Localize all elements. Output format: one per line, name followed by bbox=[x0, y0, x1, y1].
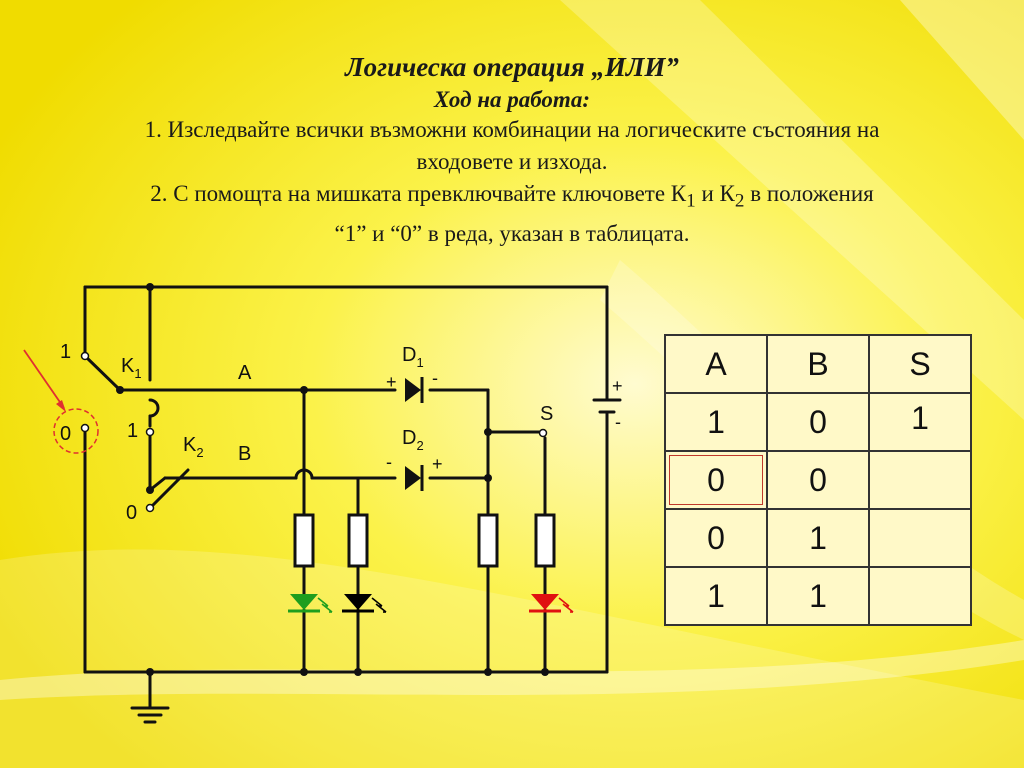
k1-label[interactable]: K1 bbox=[121, 355, 142, 381]
d1-label: D1 bbox=[402, 344, 424, 370]
pointer-arrow-icon bbox=[23, 349, 66, 412]
resistors bbox=[293, 513, 556, 568]
k2-label[interactable]: K2 bbox=[183, 434, 204, 460]
truth-table: A B S 1 0 1 0 0 0 1 1 1 bbox=[664, 334, 972, 626]
instructions: Логическа операция „ИЛИ” Ход на работа: … bbox=[0, 48, 1024, 250]
input-a-label: A bbox=[238, 362, 252, 384]
resistor-b bbox=[347, 513, 369, 568]
instruction-line-3-pre: 2. С помощта на мишката превключвайте кл… bbox=[150, 181, 687, 206]
header-b: B bbox=[766, 334, 870, 394]
k2-label-sub: 2 bbox=[196, 445, 203, 460]
cell-b: 0 bbox=[766, 392, 870, 452]
instruction-line-2: входовете и изхода. bbox=[416, 149, 608, 174]
led-s bbox=[529, 594, 574, 613]
led-a bbox=[288, 594, 333, 613]
k2-subscript: 2 bbox=[734, 190, 745, 212]
active-row-highlight bbox=[669, 455, 763, 505]
k1-switch-lever bbox=[83, 354, 122, 392]
k1-position-0-label: 0 bbox=[60, 423, 71, 445]
d1-minus-label: - bbox=[432, 368, 438, 388]
header-a: A bbox=[664, 334, 768, 394]
battery-minus-label: - bbox=[615, 412, 621, 432]
page-subtitle: Ход на работа: bbox=[434, 87, 590, 112]
k2-label-text: K bbox=[183, 434, 197, 456]
d1-label-sub: 1 bbox=[416, 355, 423, 370]
cell-a: 1 bbox=[664, 566, 768, 626]
cell-s bbox=[868, 566, 972, 626]
input-b-label: B bbox=[238, 443, 251, 465]
d2-label-text: D bbox=[402, 427, 416, 449]
k2-position-1-label: 1 bbox=[127, 420, 138, 442]
resistor-s bbox=[534, 513, 556, 568]
cell-b: 0 bbox=[766, 450, 870, 510]
cell-s: 1 bbox=[868, 392, 972, 452]
k1-position-1-label: 1 bbox=[60, 341, 71, 363]
header-s: S bbox=[868, 334, 972, 394]
battery-plus-label: + bbox=[612, 376, 623, 396]
cell-b: 1 bbox=[766, 566, 870, 626]
table-row: 0 1 bbox=[664, 508, 972, 568]
page-title: Логическа операция „ИЛИ” bbox=[345, 52, 679, 82]
k1-position-0-highlight[interactable] bbox=[53, 408, 99, 454]
instruction-line-4: “1” и “0” в реда, указан в таблицата. bbox=[334, 220, 690, 246]
cell-a: 1 bbox=[664, 392, 768, 452]
k1-subscript: 1 bbox=[686, 190, 696, 212]
cell-b: 1 bbox=[766, 508, 870, 568]
k2-contact-1 bbox=[145, 427, 155, 437]
resistor-d bbox=[477, 513, 499, 568]
d1-label-text: D bbox=[402, 344, 416, 366]
d2-label-sub: 2 bbox=[416, 438, 423, 453]
cell-s-value: 1 bbox=[911, 400, 929, 436]
truth-table-header: A B S bbox=[664, 334, 972, 394]
table-row: 1 1 bbox=[664, 566, 972, 626]
instruction-line-3-mid: и К bbox=[695, 181, 735, 206]
switch-contacts bbox=[80, 351, 548, 513]
output-s-label: S bbox=[540, 403, 553, 425]
k1-label-sub: 1 bbox=[134, 366, 141, 381]
k1-contact-0 bbox=[80, 423, 90, 433]
instruction-line-3: 2. С помощта на мишката превключвайте кл… bbox=[0, 178, 1024, 218]
s-contact bbox=[538, 428, 548, 438]
resistor-a bbox=[293, 513, 315, 568]
cell-s bbox=[868, 508, 972, 568]
cell-a: 0 bbox=[664, 508, 768, 568]
cell-a-value: 0 bbox=[707, 461, 725, 498]
instruction-line-3-post: в положения bbox=[744, 181, 874, 206]
k2-switch-lever bbox=[148, 468, 190, 510]
junction-dots bbox=[116, 283, 549, 676]
d1-plus-label: + bbox=[386, 372, 397, 392]
d2-label: D2 bbox=[402, 427, 424, 453]
table-row: 0 0 bbox=[664, 450, 972, 510]
instruction-line-1: 1. Изследвайте всички възможни комбинаци… bbox=[144, 117, 880, 142]
d2-plus-label: + bbox=[432, 454, 443, 474]
k2-contact-0 bbox=[145, 503, 155, 513]
cell-a[interactable]: 0 bbox=[664, 450, 768, 510]
k1-label-text: K bbox=[121, 355, 135, 377]
led-b bbox=[342, 594, 387, 613]
k2-position-0-label: 0 bbox=[126, 502, 137, 524]
d2-minus-label: - bbox=[386, 452, 392, 472]
k1-contact-1 bbox=[80, 351, 90, 361]
cell-s bbox=[868, 450, 972, 510]
wires bbox=[83, 285, 622, 724]
table-row: 1 0 1 bbox=[664, 392, 972, 452]
diode-d1 bbox=[405, 377, 424, 403]
diode-d2 bbox=[405, 465, 424, 491]
